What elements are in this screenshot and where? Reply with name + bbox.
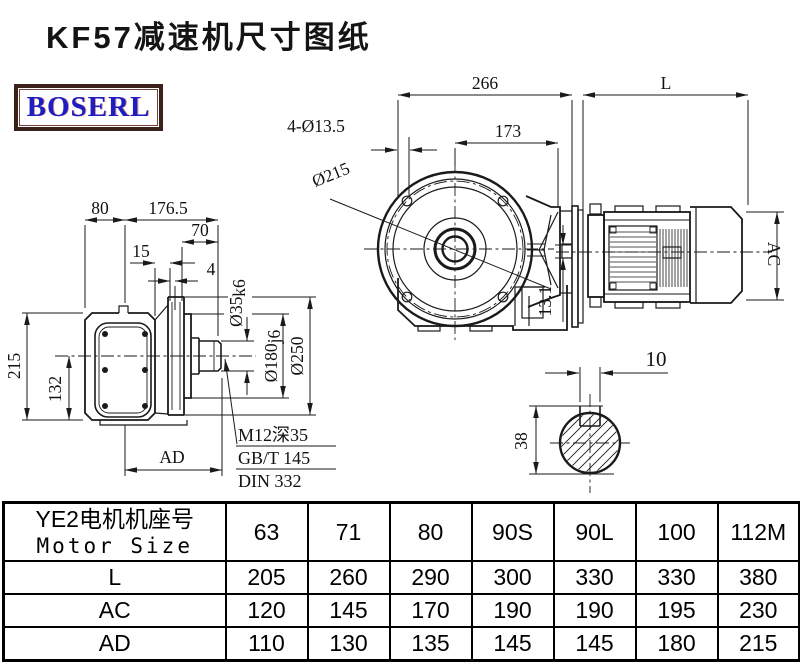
boserl-logo-frame: BOSERL	[19, 89, 158, 126]
table-row-AC: AC 120 145 170 190 190 195 230	[2, 593, 800, 628]
cell-AD-80: 135	[388, 626, 473, 662]
boserl-logo: BOSERL	[14, 84, 163, 131]
dim-flange-dia-label: Ø250	[287, 336, 307, 375]
cell-L-80: 290	[388, 560, 473, 595]
note-thread: M12深35	[238, 425, 308, 445]
header-col-80: 80	[388, 501, 473, 562]
cell-AD-63: 110	[224, 626, 309, 662]
row-label-L: L	[2, 560, 227, 595]
dim-15-label: 15	[132, 241, 150, 261]
header-motor-size-cn: YE2电机机座号	[35, 506, 194, 533]
header-col-100: 100	[634, 501, 719, 562]
side-view: 80 176.5 70 15 4 215 132 AD Ø35k6 Ø180j6…	[4, 198, 336, 491]
note-gb: GB/T 145	[238, 448, 310, 468]
header-col-63: 63	[224, 501, 309, 562]
header-col-112M: 112M	[716, 501, 800, 562]
header-motor-size: YE2电机机座号 Motor Size	[2, 501, 227, 562]
dim-AC-label: AC	[764, 242, 784, 266]
dim-176-5-label: 176.5	[148, 198, 188, 218]
dim-132-label: 132	[45, 376, 65, 402]
front-view: 266 L 173 4-Ø13.5 Ø215 13.1 AC	[287, 73, 784, 340]
cell-AC-90S: 190	[470, 593, 555, 628]
technical-drawing: 266 L 173 4-Ø13.5 Ø215 13.1 AC	[4, 73, 784, 493]
cell-L-63: 205	[224, 560, 309, 595]
dim-spigot-dia-label: Ø180j6	[261, 330, 284, 383]
cell-L-100: 330	[634, 560, 719, 595]
dim-bolt-holes-label: 4-Ø13.5	[287, 116, 345, 136]
dim-70-label: 70	[191, 220, 209, 240]
boserl-logo-text: BOSERL	[26, 91, 151, 123]
cell-AD-90S: 145	[470, 626, 555, 662]
cell-AD-112M: 215	[716, 626, 800, 662]
cell-AC-100: 195	[634, 593, 719, 628]
cell-AD-71: 130	[306, 626, 391, 662]
cell-L-71: 260	[306, 560, 391, 595]
cell-AC-63: 120	[224, 593, 309, 628]
cell-AC-71: 145	[306, 593, 391, 628]
row-label-AD: AD	[2, 626, 227, 662]
dim-38-label: 38	[511, 432, 531, 450]
note-din: DIN 332	[238, 471, 302, 491]
dim-4-label: 4	[207, 259, 216, 279]
cell-AD-90L: 145	[552, 626, 637, 662]
page-title: KF57减速机尺寸图纸	[46, 20, 372, 55]
cell-AC-90L: 190	[552, 593, 637, 628]
table-row-AD: AD 110 130 135 145 145 180 215	[2, 626, 800, 662]
table-header-row: YE2电机机座号 Motor Size 63 71 80 90S 90L 100…	[2, 501, 800, 562]
table-row-L: L 205 260 290 300 330 330 380	[2, 560, 800, 595]
dim-L-label: L	[661, 73, 672, 93]
dim-173-label: 173	[495, 121, 522, 141]
cell-AC-112M: 230	[716, 593, 800, 628]
header-col-71: 71	[306, 501, 391, 562]
dim-flange-od-label: Ø215	[309, 158, 353, 191]
cell-L-112M: 380	[716, 560, 800, 595]
header-col-90S: 90S	[470, 501, 555, 562]
cell-L-90S: 300	[470, 560, 555, 595]
row-label-AC: AC	[2, 593, 227, 628]
cell-AD-100: 180	[634, 626, 719, 662]
dim-13-1-label: 13.1	[535, 286, 555, 317]
shaft-section: 38 10	[511, 347, 668, 493]
dim-266-label: 266	[472, 73, 499, 93]
dim-10-label: 10	[646, 347, 667, 371]
motor-dimension-table: YE2电机机座号 Motor Size 63 71 80 90S 90L 100…	[2, 501, 800, 662]
cell-AC-80: 170	[388, 593, 473, 628]
dim-AD-label: AD	[159, 447, 184, 467]
header-col-90L: 90L	[552, 501, 637, 562]
header-motor-size-en: Motor Size	[36, 533, 193, 558]
dim-215-label: 215	[4, 353, 24, 380]
dim-80-label: 80	[91, 198, 109, 218]
dim-shaft-dia-label: Ø35k6	[226, 279, 249, 327]
cell-L-90L: 330	[552, 560, 637, 595]
